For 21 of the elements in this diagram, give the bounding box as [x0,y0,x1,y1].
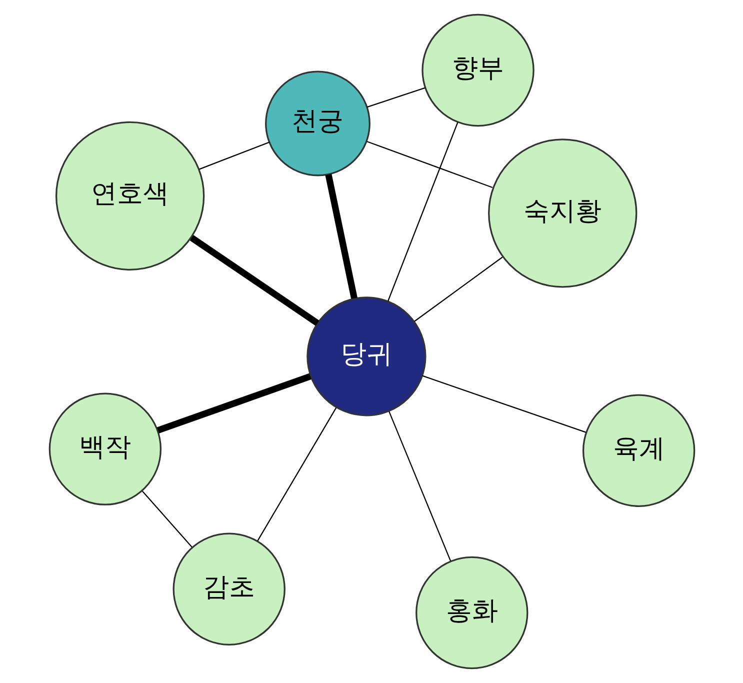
node-circle: 천궁 [264,70,370,176]
connector [388,411,451,562]
connector [414,256,502,322]
node-circle: 연호색 [54,121,204,271]
connector [366,87,425,108]
node-circle: 향부 [421,14,534,127]
node-circle: 육계 [582,394,695,507]
node-circle: 당귀 [306,296,426,416]
connector [189,235,319,326]
connector [198,142,270,170]
connector [256,408,336,542]
connector [141,490,192,548]
node-circle: 숙지황 [488,138,637,288]
connector [156,373,311,434]
connector [422,375,586,433]
node-circle: 홍화 [415,556,528,670]
connector [366,140,492,188]
node-circle: 백작 [48,392,162,506]
node-circle: 감초 [172,532,285,646]
connector [386,122,458,302]
connector [324,174,357,299]
